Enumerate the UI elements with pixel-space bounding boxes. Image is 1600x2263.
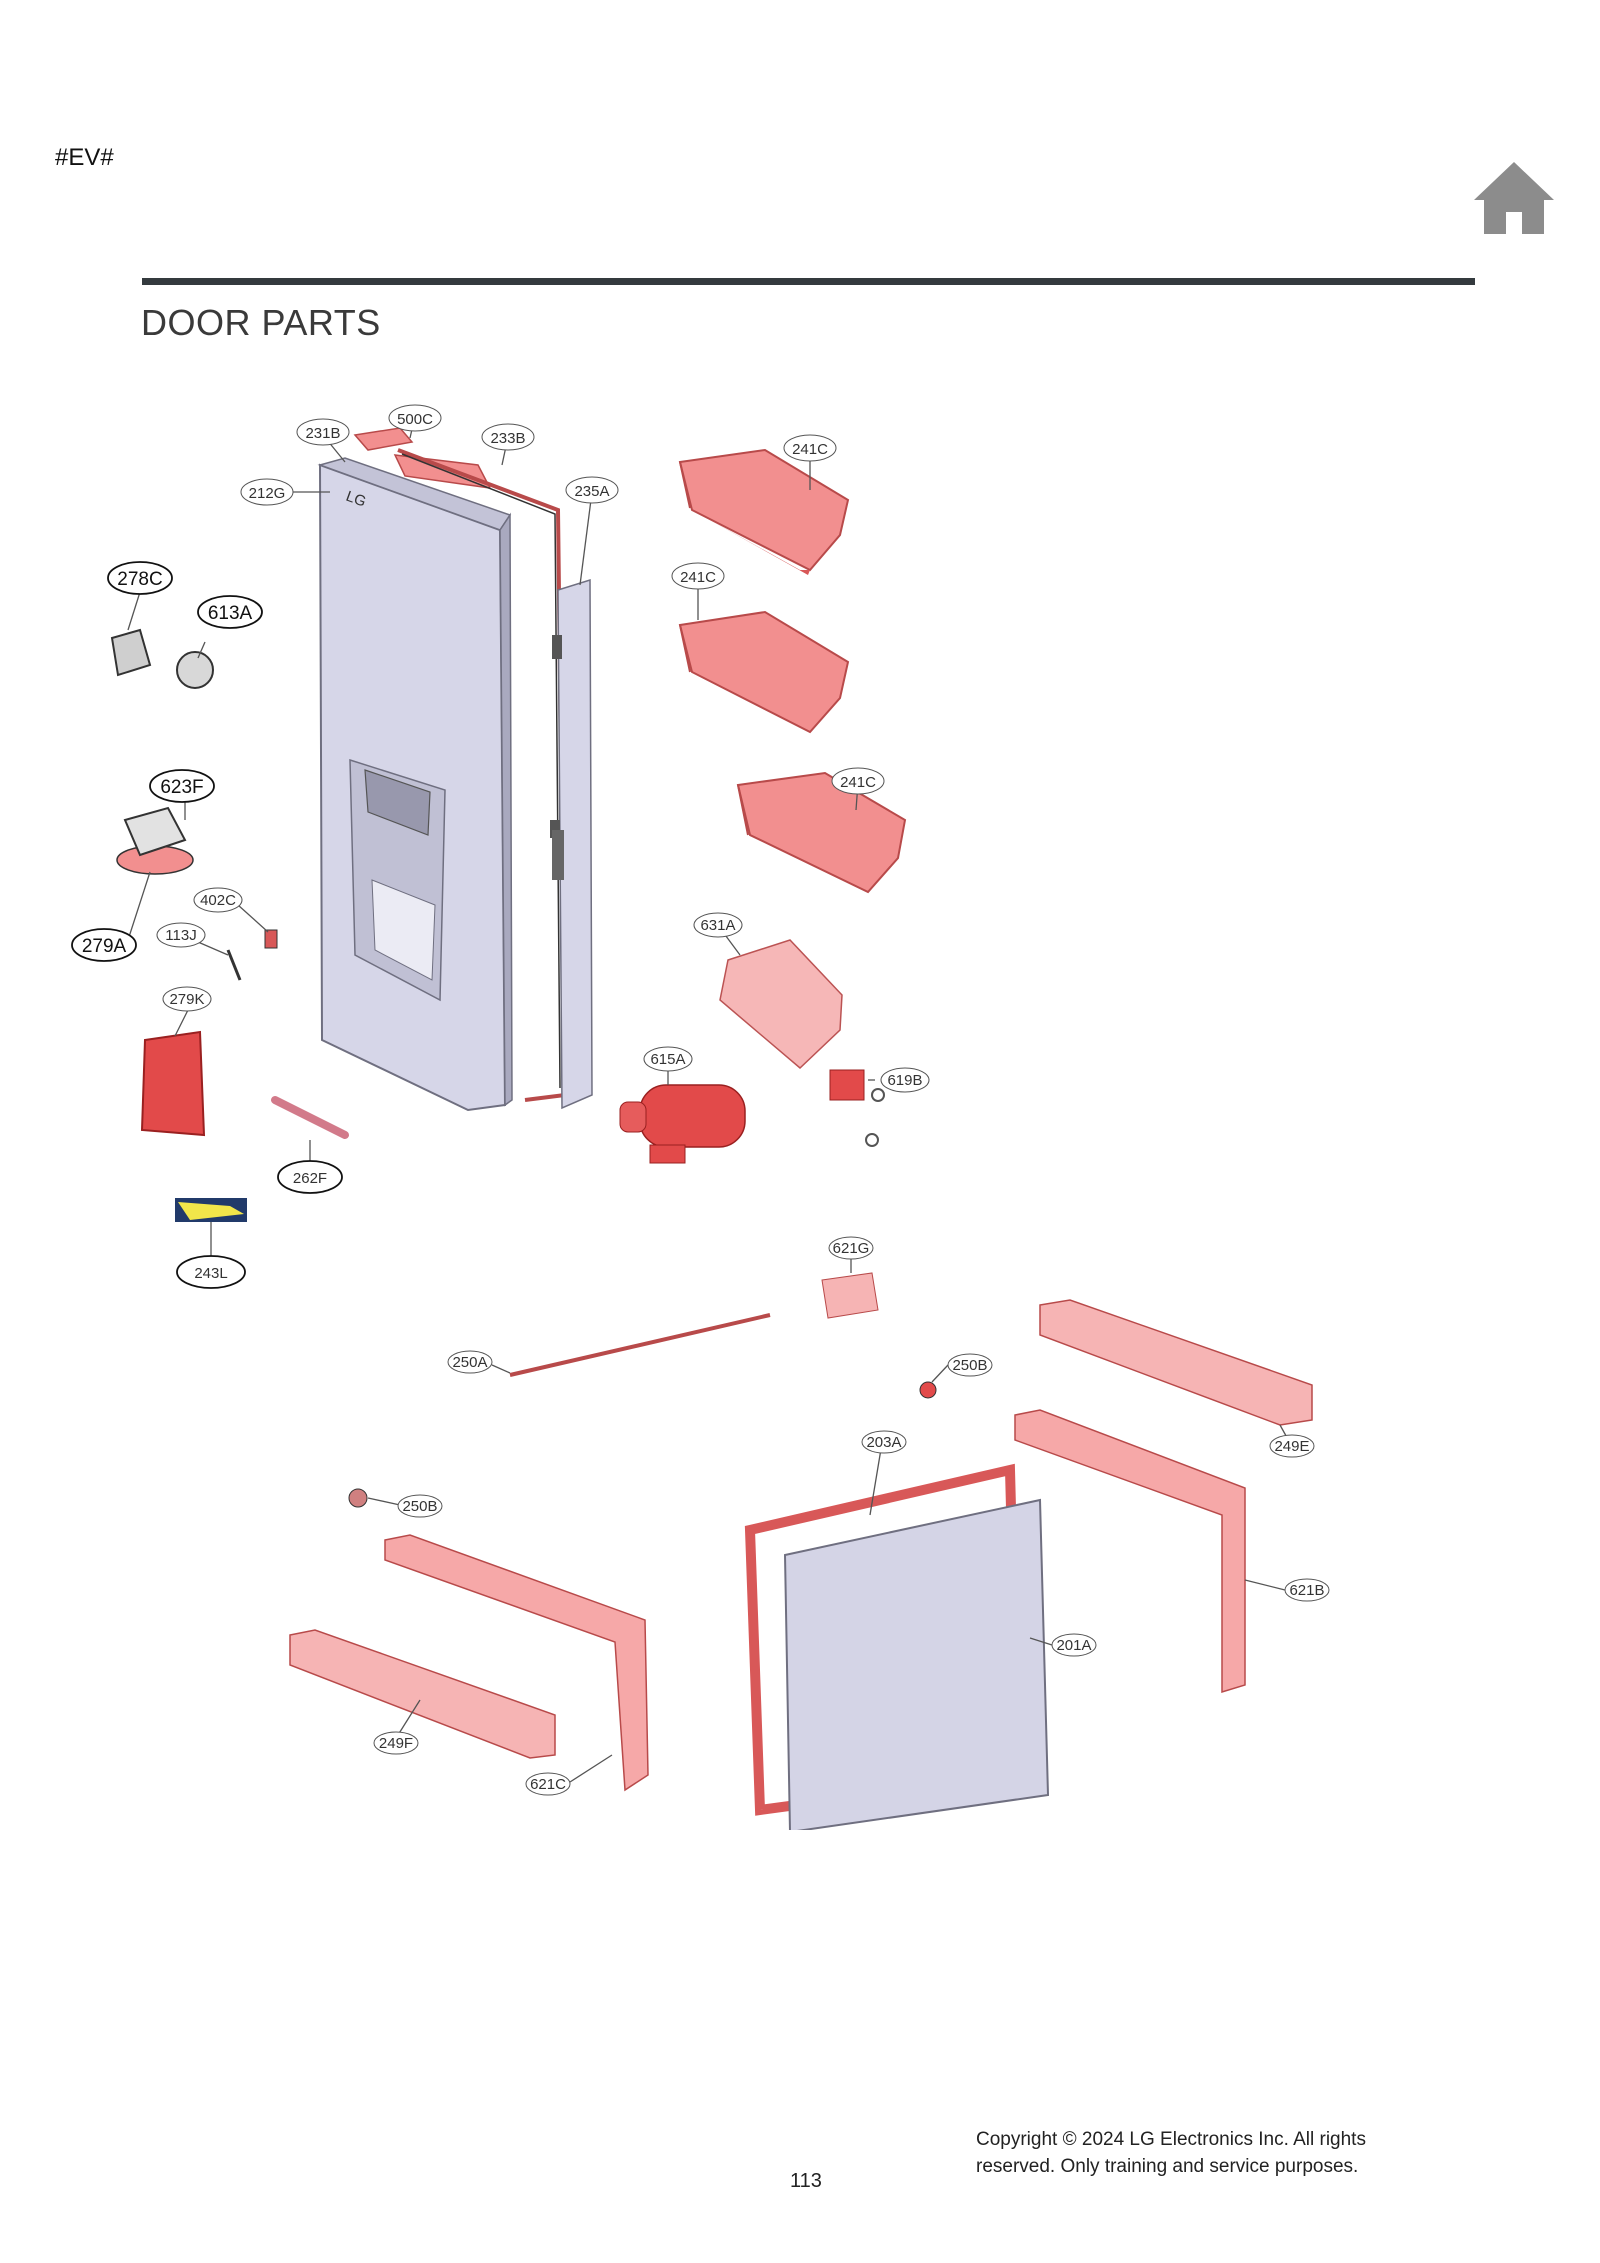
callout-201A[interactable]: 201A: [1051, 1633, 1097, 1657]
callout-241C-top[interactable]: 241C: [783, 434, 837, 462]
door-bin-2: [678, 610, 850, 734]
callout-279K[interactable]: 279K: [162, 986, 212, 1012]
callout-621B[interactable]: 621B: [1284, 1578, 1330, 1602]
exploded-parts-diagram: LG: [71, 404, 1330, 1830]
copyright-notice: Copyright © 2024 LG Electronics Inc. All…: [976, 2126, 1436, 2180]
svg-text:250A: 250A: [452, 1354, 487, 1371]
gear-part-lower: [348, 1488, 368, 1508]
callout-241C-bottom[interactable]: 241C: [831, 767, 885, 795]
ice-bucket-part: [719, 939, 843, 1070]
svg-text:613A: 613A: [208, 603, 253, 624]
page-title: DOOR PARTS: [141, 302, 381, 343]
bracket-part-621C: [384, 1534, 649, 1792]
callout-500C[interactable]: 500C: [388, 404, 442, 432]
callout-250B-upper[interactable]: 250B: [947, 1353, 993, 1377]
callout-262F[interactable]: 262F: [277, 1160, 343, 1194]
motor-part-613A: [176, 651, 214, 689]
callout-249E[interactable]: 249E: [1269, 1434, 1315, 1458]
svg-text:500C: 500C: [397, 411, 433, 428]
callout-250B-lower[interactable]: 250B: [397, 1494, 443, 1518]
callout-231B[interactable]: 231B: [296, 418, 350, 446]
svg-text:235A: 235A: [574, 483, 609, 500]
callout-613A[interactable]: 613A: [197, 595, 263, 629]
svg-text:621B: 621B: [1289, 1582, 1324, 1599]
svg-text:LG: LG: [344, 488, 369, 511]
callout-249F[interactable]: 249F: [373, 1731, 419, 1755]
svg-text:243L: 243L: [194, 1265, 227, 1282]
dispenser-motor-623F: [116, 806, 194, 875]
bracket-part-621G: [821, 1272, 879, 1319]
svg-text:249E: 249E: [1274, 1438, 1309, 1455]
lever-part-243L: [175, 1198, 247, 1222]
svg-text:241C: 241C: [840, 774, 876, 791]
wrench-part-262F: [271, 1096, 349, 1139]
callout-615A[interactable]: 615A: [643, 1046, 693, 1072]
callout-402C[interactable]: 402C: [193, 887, 243, 913]
callout-623F[interactable]: 623F: [149, 769, 215, 803]
document-tag: #EV#: [55, 144, 114, 171]
svg-text:621C: 621C: [530, 1776, 566, 1793]
callout-621C[interactable]: 621C: [525, 1772, 571, 1796]
svg-text:262F: 262F: [293, 1170, 327, 1187]
svg-text:212G: 212G: [249, 485, 286, 502]
rod-part-250A: [509, 1313, 771, 1377]
door-bin-1: [678, 448, 850, 575]
svg-text:621G: 621G: [833, 1240, 870, 1257]
page-number: 113: [790, 2170, 822, 2192]
svg-text:278C: 278C: [117, 569, 162, 590]
svg-text:615A: 615A: [650, 1051, 685, 1068]
valve-canister-part: [619, 1084, 746, 1164]
callout-278C[interactable]: 278C: [107, 561, 173, 595]
valve-bracket-part: [829, 1069, 885, 1147]
callout-621G[interactable]: 621G: [828, 1236, 874, 1260]
freezer-door-201A: [783, 1498, 1050, 1830]
svg-text:231B: 231B: [305, 425, 340, 442]
copyright-line-1: Copyright © 2024 LG Electronics Inc. All…: [976, 2129, 1366, 2150]
svg-text:402C: 402C: [200, 892, 236, 909]
svg-text:233B: 233B: [490, 430, 525, 447]
callout-243L[interactable]: 243L: [176, 1255, 246, 1289]
small-screw-113J: [226, 949, 242, 981]
callout-233B[interactable]: 233B: [481, 423, 535, 451]
vertical-trim-strip: [550, 578, 593, 1110]
callout-619B[interactable]: 619B: [880, 1067, 930, 1093]
svg-text:201A: 201A: [1056, 1637, 1091, 1654]
header-rule: [142, 278, 1475, 285]
home-icon[interactable]: [1472, 160, 1556, 236]
door-assembly: LG: [317, 457, 513, 1112]
callout-113J[interactable]: 113J: [156, 922, 206, 948]
svg-text:619B: 619B: [887, 1072, 922, 1089]
small-switch-402C: [264, 929, 278, 949]
svg-text:113J: 113J: [165, 927, 196, 944]
svg-text:631A: 631A: [700, 917, 735, 934]
door-bin-3: [736, 771, 907, 894]
rail-part-249E: [1039, 1299, 1313, 1426]
callout-250A[interactable]: 250A: [447, 1350, 493, 1374]
callout-631A[interactable]: 631A: [693, 912, 743, 938]
svg-text:250B: 250B: [402, 1498, 437, 1515]
leader-lines: [127, 415, 1291, 1783]
svg-text:623F: 623F: [160, 777, 203, 798]
rail-part-249F: [289, 1629, 556, 1759]
svg-text:203A: 203A: [866, 1434, 901, 1451]
copyright-line-2: reserved. Only training and service purp…: [976, 2156, 1359, 2177]
callout-241C-middle[interactable]: 241C: [671, 562, 725, 590]
callout-279A[interactable]: 279A: [71, 928, 137, 962]
gear-part-upper: [919, 1381, 937, 1399]
svg-text:249F: 249F: [379, 1735, 413, 1752]
callout-235A[interactable]: 235A: [565, 476, 619, 504]
bracket-part-621B: [1014, 1409, 1246, 1694]
callout-212G[interactable]: 212G: [240, 478, 294, 506]
svg-text:279K: 279K: [169, 991, 204, 1008]
hinge-part-278C: [110, 628, 152, 677]
svg-text:241C: 241C: [792, 441, 828, 458]
svg-text:241C: 241C: [680, 569, 716, 586]
svg-text:250B: 250B: [952, 1357, 987, 1374]
cover-part-279K: [140, 1030, 206, 1137]
callout-203A[interactable]: 203A: [861, 1430, 907, 1454]
svg-text:279A: 279A: [82, 936, 127, 957]
